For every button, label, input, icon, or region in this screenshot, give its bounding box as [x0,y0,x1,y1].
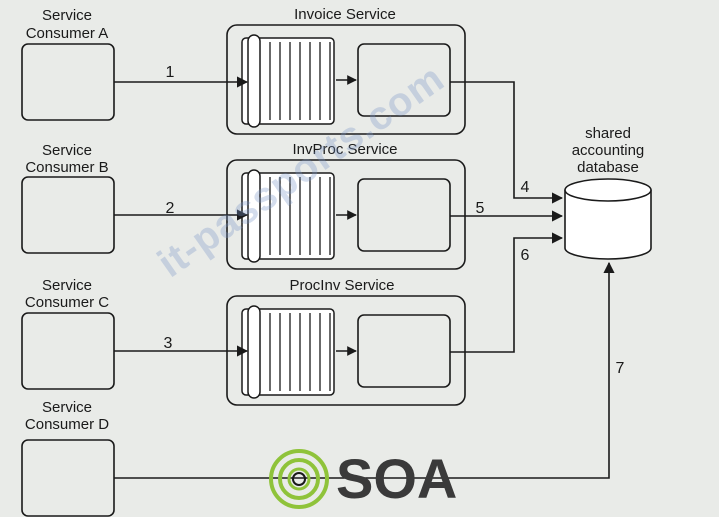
arrow-2-number: 2 [166,200,175,217]
arrow-1-number: 1 [166,64,175,81]
invoice-service-container [226,24,466,135]
consumer-b-label-line2: Consumer B [25,159,108,176]
consumer-a-label-line2: Consumer A [26,25,109,42]
shared-accounting-database-icon [564,178,652,260]
invoice-service-title: Invoice Service [294,6,396,23]
arrow-3-number: 3 [164,335,173,352]
database-label-line1: shared [585,125,631,142]
arrow-6-number: 6 [521,247,530,264]
consumer-d-label-line1: Service [42,399,92,416]
consumer-a-box [21,43,115,121]
queue-end-cap [247,305,261,399]
consumer-d-box [21,439,115,517]
consumer-c-box [21,312,115,390]
arrow-4 [450,81,564,204]
consumer-d-label-line2: Consumer D [25,416,109,433]
procinv-queue [241,305,335,399]
consumer-b-box [21,176,115,254]
database-label-line3: database [577,159,639,176]
database-label-line2: accounting [572,142,645,159]
invoice-logic-box [357,43,451,117]
soa-logo-text: SOA [336,447,458,510]
arrow-6 [450,232,564,353]
arrow-4-number: 4 [521,179,530,196]
arrow-5-number: 5 [476,200,485,217]
soa-logo-circles-icon [269,449,329,509]
queue-end-cap [247,34,261,128]
consumer-a-label-line1: Service [42,7,92,24]
procinv-service-title: ProcInv Service [289,277,394,294]
consumer-b-label-line1: Service [42,142,92,159]
invproc-service-title: InvProc Service [292,141,397,158]
soa-logo: SOA [268,448,457,510]
consumer-c-label-line2: Consumer C [25,294,109,311]
consumer-c-label-line1: Service [42,277,92,294]
invoice-queue [241,34,335,128]
procinv-logic-box [357,314,451,388]
invproc-logic-box [357,178,451,252]
arrow-7-number: 7 [616,360,625,377]
